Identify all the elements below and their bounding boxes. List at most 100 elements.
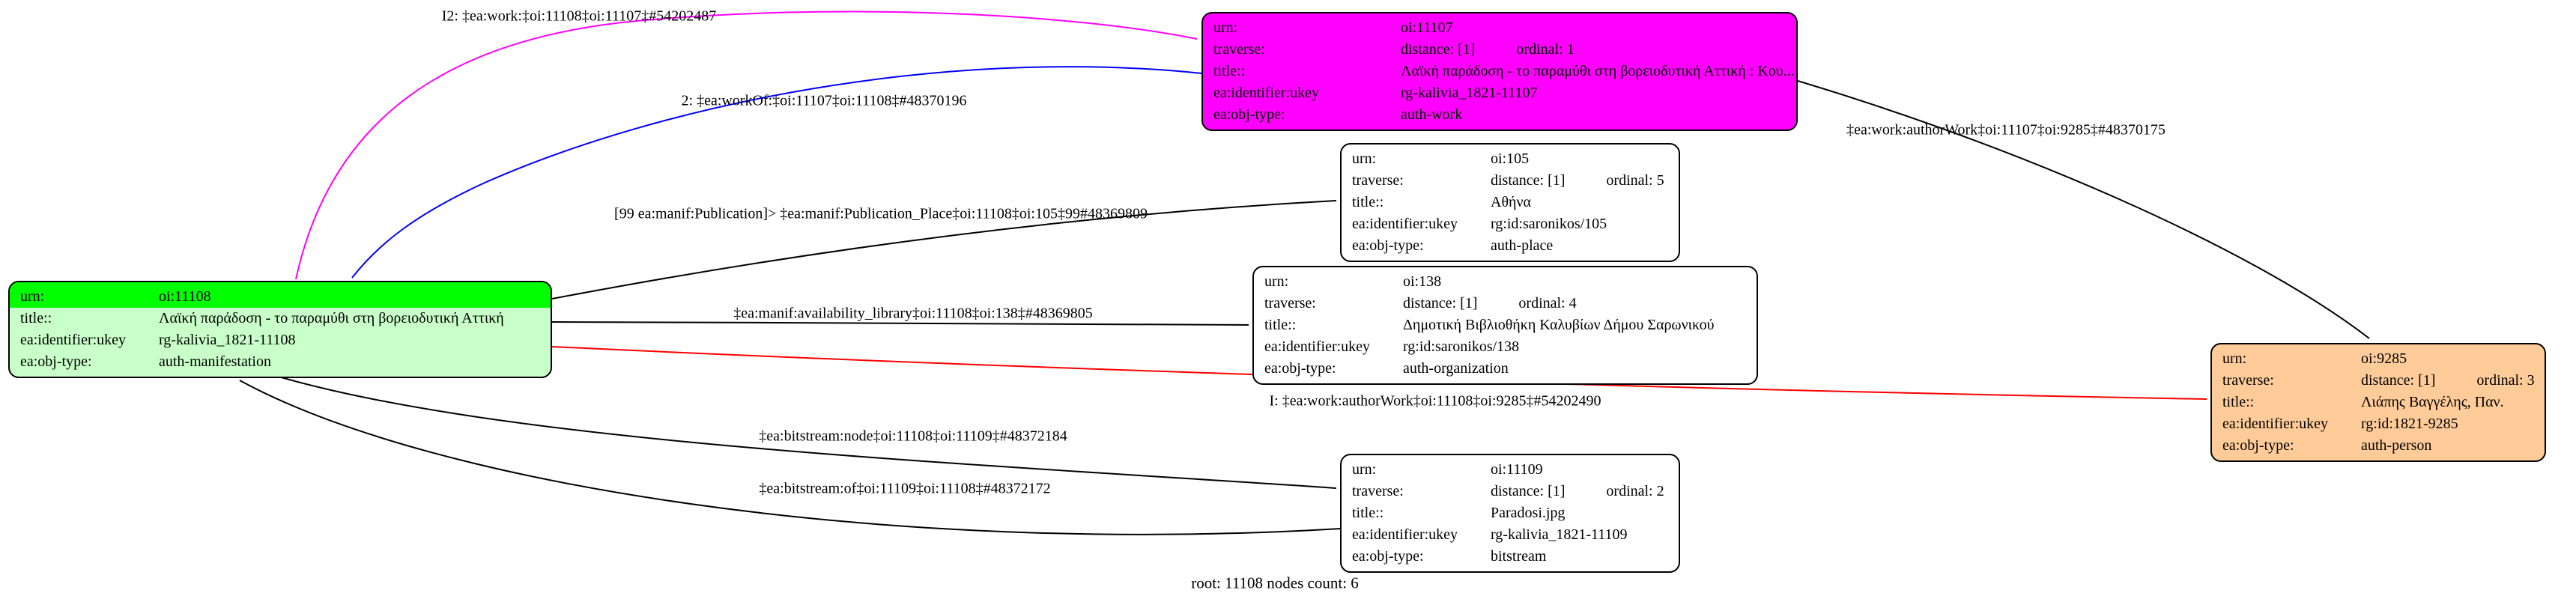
node-field-key: ea:identifier:ukey [1213,85,1320,101]
node-field-key: traverse: [1352,483,1404,499]
node-field-key: title:: [1213,63,1246,79]
node-field-row: ea:obj-type:auth-work [1203,104,1796,126]
node-field-value: bitstream [1491,548,1547,565]
node-field-value: rg:id:1821-9285 [2361,416,2458,432]
node-field-row: urn: oi:105 [1342,148,1679,170]
node-field-row: ea:obj-type:auth-place [1342,235,1679,257]
node-field-key: ea:obj-type: [1213,106,1285,123]
node-field-value: distance: [1] [1401,41,1476,58]
node-field-key: ea:identifier:ukey [1352,526,1458,543]
edge-bitstream-node [278,376,1337,489]
edge-label-work: I2: ‡ea:work:‡oi:11108‡oi:11107‡#5420248… [441,7,717,25]
node-field-key: title:: [1352,505,1384,521]
node-field-key: traverse: [2222,372,2274,389]
node-field-key: ea:obj-type: [2222,437,2294,454]
edge-manif-availability-library [551,321,1249,326]
node-field-value: oi:105 [1491,150,1530,167]
node-field-row: traverse: distance: [1] ordinal: 3 [2212,370,2545,392]
node-field-value: distance: [1] [1491,483,1566,499]
node-field-value: rg:id:saronikos/105 [1491,216,1607,232]
node-field-row: title::Δημοτική Βιβλιοθήκη Καλυβίων Δήμο… [1254,314,1757,336]
node-field-key: ea:identifier:ukey [1352,216,1458,232]
edge-label-bitstream-of: ‡ea:bitstream:of‡oi:11109‡oi:11108‡#4837… [759,480,1051,497]
node-oi-105-place[interactable]: urn: oi:105 traverse:distance: [1]ordinal:… [1340,143,1680,262]
node-field-key: urn: [1352,461,1377,478]
node-field-row: ea:identifier:ukey rg:id:1821-9285 [2212,413,2545,435]
node-field-key: ea:obj-type: [1352,237,1424,254]
node-field-value: rg-kalivia_1821-11108 [159,332,296,348]
node-field-value: Λαϊκή παράδοση - το παραμύθι στη βορειοδ… [159,310,504,326]
node-oi-11107-work[interactable]: urn: oi:11107 traverse: distance: [1] ordina… [1201,12,1798,131]
node-field-row: ea:obj-type: auth-person [2212,435,2545,457]
node-field-row: ea:identifier:ukey rg-kalivia_1821-11108 [10,329,551,351]
node-field-row: ea:obj-type: auth-manifestation [10,351,551,373]
node-field-value: auth-person [2361,437,2432,454]
node-field-value: oi:138 [1403,273,1442,290]
node-oi-11109-bitstream[interactable]: urn:oi:11109 traverse: distance: [1] ordina… [1340,454,1680,573]
node-field-value: rg-kalivia_1821-11107 [1401,85,1538,101]
edge-manif-publication-place [551,200,1337,300]
node-field-row: urn: oi:138 [1254,271,1757,293]
node-field-key: ea:identifier:ukey [20,332,127,348]
edge-label-publication-place: [99 ea:manif:Publication]> ‡ea:manif:Pub… [614,205,1148,222]
node-field-key: ea:identifier:ukey [2222,416,2329,432]
node-oi-9285-person[interactable]: urn:oi:9285 traverse: distance: [1] ordinal… [2210,343,2546,462]
node-field-row: title::Λαϊκή παράδοση - το παραμύθι στη … [1203,61,1796,82]
node-field-row: title::Αθήνα [1342,192,1679,213]
node-field-key: ea:obj-type: [20,353,92,370]
node-field-ordinal: ordinal: 1 [1516,41,1575,58]
node-field-key: ea:identifier:ukey [1264,338,1371,355]
node-field-row: ea:identifier:ukey rg-kalivia_1821-11109 [1342,524,1679,546]
node-field-value: oi:11107 [1401,19,1453,36]
node-field-key: title:: [1352,194,1384,210]
node-field-key: traverse: [1264,295,1316,311]
node-field-row: urn: oi:11107 [1203,17,1796,39]
node-field-key: title:: [1264,317,1297,333]
edge-bitstream-of [239,380,1341,535]
node-field-value: Paradosi.jpg [1491,505,1566,521]
node-field-value: Αθήνα [1491,194,1532,210]
edge-label-authorwork: ‡ea:work:authorWork‡oi:11107‡oi:9285‡#48… [1846,121,2166,139]
node-field-row: ea:obj-type: bitstream [1342,546,1679,568]
node-field-row: ea:obj-type: auth-organization [1254,358,1757,380]
edge-label-availability-library: ‡ea:manif:availability_library‡oi:11108‡… [733,305,1093,322]
root-count-label: root: 11108 nodes count: 6 [1191,574,1359,592]
edge-work [295,10,1198,280]
node-field-row: traverse:distance: [1]ordinal: 5 [1342,170,1679,192]
node-field-row: title::Λαϊκή παράδοση - το παραμύθι στη … [10,308,551,329]
edge-label-authorwork-from-manif: I: ‡ea:work:authorWork‡oi:11108‡oi:9285‡… [1269,392,1601,410]
node-field-key: ea:obj-type: [1352,548,1424,565]
node-field-key: urn: [1352,150,1377,167]
node-field-row: traverse:distance: [1]ordinal: 4 [1254,293,1757,314]
node-field-value: Δημοτική Βιβλιοθήκη Καλυβίων Δήμου Σαρων… [1403,317,1715,333]
edge-label-bitstream-node: ‡ea:bitstream:node‡oi:11108‡oi:11109‡#48… [759,428,1067,445]
node-field-key: title:: [20,310,52,326]
node-field-ordinal: ordinal: 4 [1518,295,1577,311]
node-field-row: title::Λιάπης Βαγγέλης, Παν. [2212,392,2545,413]
node-field-row: urn:oi:9285 [2212,348,2545,370]
node-field-value: Λιάπης Βαγγέλης, Παν. [2361,394,2504,410]
node-field-value: auth-manifestation [159,353,271,370]
node-field-ordinal: ordinal: 3 [2476,372,2535,389]
node-field-key: urn: [1264,273,1289,290]
node-field-value: distance: [1] [2361,372,2436,389]
node-field-row: urn:oi:11109 [1342,459,1679,481]
edge-label-workof: 2: ‡ea:workOf:‡oi:11107‡oi:11108‡#483701… [681,92,967,109]
edge-work-authorwork [1797,80,2370,339]
node-field-row: traverse: distance: [1] ordinal: 1 [1203,39,1796,61]
node-field-key: ea:obj-type: [1264,360,1336,377]
node-field-ordinal: ordinal: 2 [1606,483,1664,499]
node-field-value: auth-organization [1403,360,1509,377]
node-field-row: ea:identifier:ukey rg-kalivia_1821-11107 [1203,82,1796,104]
node-field-key: traverse: [1213,41,1265,58]
node-oi-138-organization[interactable]: urn: oi:138 traverse:distance: [1]ordinal:… [1252,266,1758,385]
node-field-key: title:: [2222,394,2255,410]
edge-workof [351,66,1202,279]
node-field-key: urn: [1213,19,1238,36]
node-field-value: rg-kalivia_1821-11109 [1491,526,1628,543]
node-field-row: title::Paradosi.jpg [1342,502,1679,524]
node-field-value: oi:9285 [2361,350,2407,367]
